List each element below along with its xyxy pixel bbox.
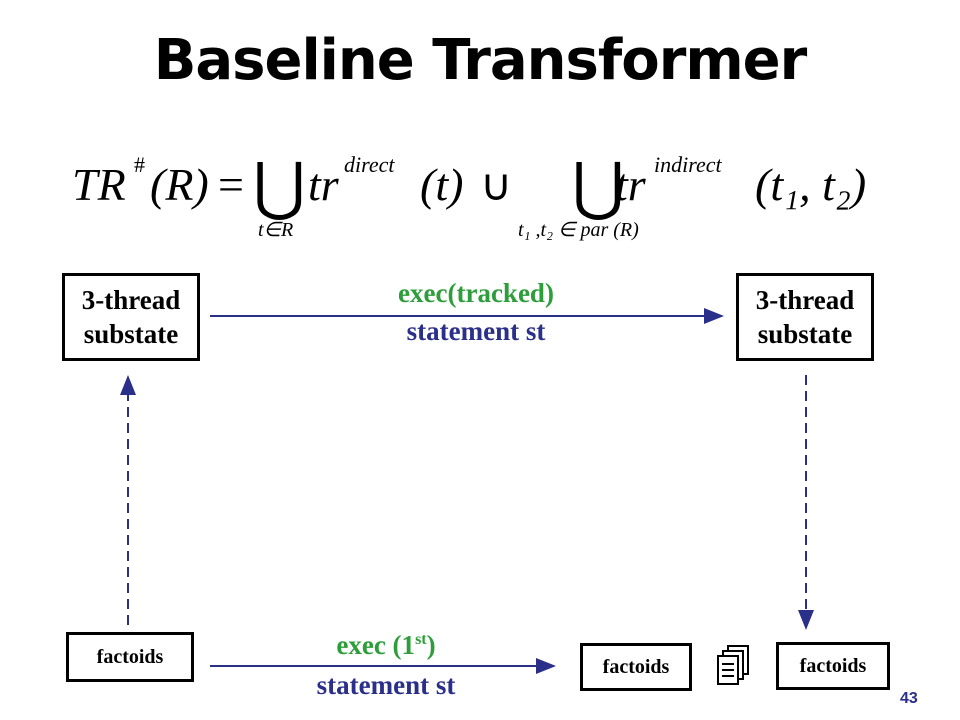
formula-tr-direct: tr bbox=[308, 159, 340, 210]
formula-hash-sup: # bbox=[134, 152, 145, 177]
formula-tr-hash: TR bbox=[72, 159, 126, 210]
bottom-right-factoids-label: factoids bbox=[799, 654, 867, 677]
top-arrow-label-1: exec(tracked) bbox=[398, 278, 554, 308]
page-title: Baseline Transformer bbox=[153, 28, 808, 93]
formula-lhs-arg: (R) bbox=[150, 159, 209, 210]
bottom-arrow-label-sup: st bbox=[415, 631, 427, 648]
bottom-left-factoids-label: factoids bbox=[96, 645, 164, 668]
formula-direct-sup: direct bbox=[344, 152, 395, 177]
formula-union-2: ⋃ bbox=[572, 151, 625, 222]
bottom-arrow-label-1: exec (1st) bbox=[296, 630, 476, 661]
bottom-left-factoids-box: factoids bbox=[66, 632, 194, 682]
formula-indirect-sup: indirect bbox=[654, 152, 722, 177]
top-right-substate-box: 3-thread substate bbox=[736, 273, 874, 361]
formula-equals: = bbox=[218, 159, 244, 210]
bottom-mid-factoids-box: factoids bbox=[580, 643, 692, 691]
top-left-substate-box: 3-thread substate bbox=[62, 273, 200, 361]
bottom-right-factoids-box: factoids bbox=[776, 642, 890, 690]
top-left-line2: substate bbox=[83, 319, 179, 349]
formula-sub-direct: t∈R bbox=[258, 219, 293, 241]
formula-sub-indirect: t₁ ,t₂ ∈ par (R) bbox=[518, 219, 639, 241]
formula-union-op: ∪ bbox=[480, 161, 512, 210]
bottom-arrow-label-suffix: ) bbox=[426, 630, 436, 660]
document-stack-icon bbox=[717, 645, 749, 685]
top-right-line2: substate bbox=[757, 319, 853, 349]
formula-indirect-arg: (t₁, t₂) bbox=[755, 159, 866, 210]
bottom-arrow-label-prefix: exec (1 bbox=[336, 630, 416, 660]
bottom-arrow-label-2: statement st bbox=[316, 670, 456, 700]
page-number: 43 bbox=[900, 690, 918, 707]
top-left-line1: 3-thread bbox=[81, 285, 181, 315]
formula: TR # (R) = ⋃ t∈R tr direct (t) ∪ ⋃ t₁ ,t… bbox=[72, 151, 866, 241]
top-right-line1: 3-thread bbox=[755, 285, 855, 315]
formula-union-1: ⋃ bbox=[253, 151, 306, 222]
formula-direct-arg: (t) bbox=[420, 159, 463, 210]
bottom-mid-factoids-label: factoids bbox=[602, 655, 670, 678]
top-arrow-label-2: statement st bbox=[406, 316, 546, 346]
formula-tr-indirect: tr bbox=[615, 159, 647, 210]
